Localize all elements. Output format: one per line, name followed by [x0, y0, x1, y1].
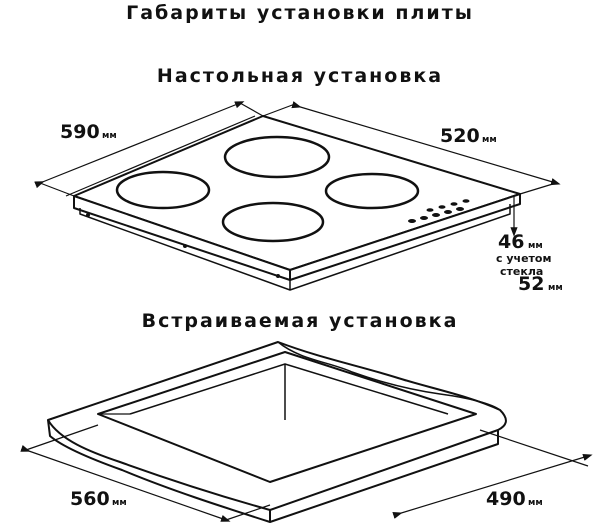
hob-right-edge [289, 193, 521, 281]
dim-560: 560 мм [70, 488, 127, 510]
burner-right [324, 172, 420, 210]
dim-520: 520 мм [440, 125, 497, 147]
dim-590: 590 мм [60, 121, 117, 143]
dim-560-unit: мм [112, 498, 127, 508]
dim-46: 46 мм [498, 231, 543, 253]
built-in-dimension-lines [20, 424, 593, 522]
tabletop-title: Настольная установка [156, 65, 444, 87]
glass-note-line1: с учетом [496, 252, 551, 265]
dim-520-unit: мм [482, 135, 497, 145]
dim-52-unit: мм [548, 283, 563, 293]
dim-490-value: 490 [486, 488, 526, 510]
dim-590-value: 590 [60, 121, 100, 143]
main-title: Габариты установки плиты [126, 2, 474, 24]
dim-490-unit: мм [528, 498, 543, 508]
countertop-cutout [47, 341, 507, 523]
burner-front [221, 201, 325, 243]
dim-46-value: 46 [498, 231, 524, 253]
burner-rear [223, 135, 331, 179]
dim-520-value: 520 [440, 125, 480, 147]
dim-52: 52 мм [518, 273, 563, 295]
glass-note-line2: стекла [500, 265, 543, 278]
dim-490: 490 мм [486, 488, 543, 510]
control-buttons [408, 199, 470, 223]
built-in-title: Встраиваемая установка [141, 310, 459, 332]
tabletop-dimension-lines [34, 101, 561, 237]
dim-560-value: 560 [70, 488, 110, 510]
dim-590-unit: мм [102, 131, 117, 141]
dim-46-unit: мм [528, 241, 543, 251]
burner-left [115, 170, 211, 210]
dim-52-value: 52 [518, 273, 544, 295]
